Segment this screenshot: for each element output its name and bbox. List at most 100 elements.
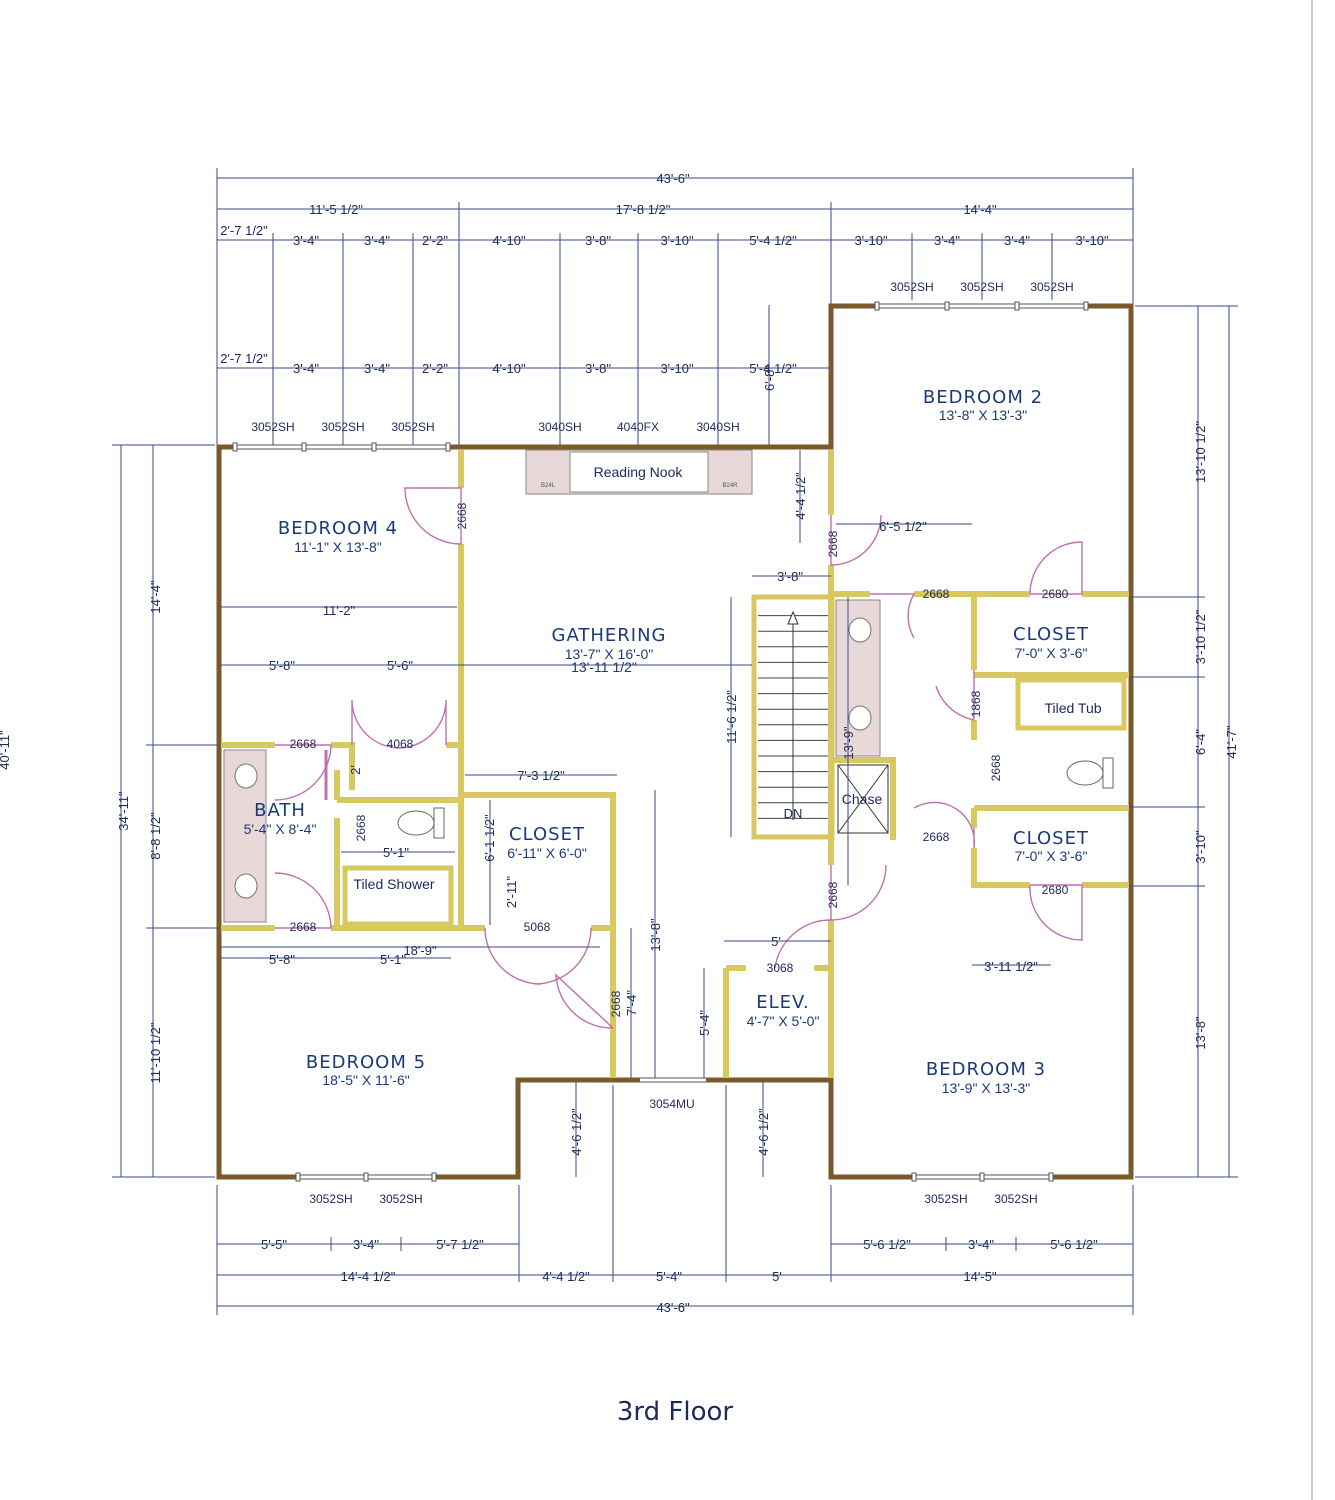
dim-r4-1: 3'-4" (293, 361, 319, 376)
stairs: DN (758, 610, 828, 821)
dim-right: 41'-7" (1224, 725, 1239, 759)
dim-label: 2' (348, 765, 363, 775)
gathering-sub: 13'-11 1/2" (571, 659, 637, 675)
cabinet-label: B24R (722, 483, 738, 489)
door-label: 4068 (387, 737, 414, 751)
window-label: 3052SH (321, 420, 364, 434)
window-label: 3040SH (538, 420, 581, 434)
tiled-shower-label: Tiled Shower (353, 876, 435, 892)
door-label: 3068 (767, 961, 794, 975)
dim-label: 11'-2" (323, 603, 356, 618)
door-label: 2668 (354, 814, 368, 841)
dim-r3-11: 3'-10" (1075, 233, 1109, 248)
door-label: 2668 (455, 502, 469, 529)
door-label: 2668 (923, 830, 950, 844)
dim-bottom: 14'-5" (963, 1269, 997, 1284)
top-window-labels: 3052SH 3052SH 3052SH 3052SH 3052SH 3052S… (251, 280, 1073, 434)
reading-nook-label: Reading Nook (594, 464, 684, 480)
window-label: 3054MU (649, 1097, 694, 1111)
dim-bottom: 3'-4" (353, 1237, 379, 1252)
dim-label: 4'-4 1/2" (793, 472, 808, 520)
room-name: BEDROOM 5 (306, 1052, 426, 1073)
room-name: CLOSET (1013, 828, 1089, 849)
dim-left: 8'-8 1/2" (148, 812, 163, 860)
dim-label: 6'-5 1/2" (879, 519, 927, 534)
dim-top-a: 11'-5 1/2" (309, 202, 363, 217)
dim-r3-8: 3'-10" (854, 233, 888, 248)
bottom-window-labels: 3052SH 3052SH 3052SH 3052SH 3054MU (309, 1097, 1037, 1206)
window-label: 3052SH (960, 280, 1003, 294)
dim-r3-7: 5'-4 1/2" (749, 233, 797, 248)
exterior-walls (216, 301, 1134, 1182)
room-name: ELEV. (756, 992, 810, 1013)
dim-r3-10: 3'-4" (1004, 233, 1030, 248)
plan-title: 3rd Floor (617, 1397, 734, 1427)
dim-r4-2: 3'-4" (364, 361, 390, 376)
room-name: BEDROOM 3 (926, 1059, 1046, 1080)
dim-label: 3'-8" (777, 569, 803, 584)
dim-label: 5' (771, 934, 781, 949)
dim-right: 6'-4" (1193, 729, 1208, 755)
window-label: 4040FX (617, 420, 659, 434)
room-name: BEDROOM 2 (923, 387, 1043, 408)
dim-r3-1: 3'-4" (293, 233, 319, 248)
room-size: 11'-1" X 13'-8" (294, 539, 381, 555)
dim-label: 5'-8" (269, 658, 295, 673)
dim-right: 3'-10 1/2" (1193, 609, 1208, 664)
room-name: BATH (254, 800, 306, 821)
dim-label: 3'-11 1/2" (984, 959, 1038, 974)
dim-bottom: 14'-4 1/2" (341, 1269, 396, 1284)
dim-right: 13'-8" (1193, 1016, 1208, 1050)
dim-label: 7'-4" (624, 990, 639, 1016)
dim-label: 4'-6 1/2" (756, 1108, 771, 1156)
dim-right: 3'-10" (1193, 830, 1208, 864)
dim-label: 4'-6 1/2" (569, 1108, 584, 1156)
dim-label: 5'-6" (387, 658, 413, 673)
dim-r4-vert: 6'-8" (762, 365, 777, 391)
dim-bottom-overall: 43'-6" (656, 1300, 690, 1315)
dim-label: 5'-1" (383, 845, 409, 860)
interior-dimensions: 11'-2" 5'-8" 5'-6" 13'-11 1/2" 2' 5'-1" … (221, 450, 1051, 1177)
dim-left: 14'-4" (148, 580, 163, 614)
right-dimensions: 41'-7" 13'-10 1/2" 3'-10 1/2" 6'-4" 3'-1… (1129, 305, 1239, 1178)
vanities (223, 599, 881, 923)
dim-r3-9: 3'-4" (934, 233, 960, 248)
dim-label: 2'-11" (504, 876, 519, 909)
dim-r3-4: 4'-10" (492, 233, 526, 248)
dim-label: 5'-1" (380, 952, 406, 967)
reading-nook: Reading Nook B24L B24R (525, 449, 753, 495)
tiled-tub-label: Tiled Tub (1044, 700, 1101, 716)
door-labels: 2668 2668 2680 2668 4068 1868 2668 2668 … (290, 502, 1069, 1017)
dim-r4-5: 3'-8" (585, 361, 611, 376)
window-label: 3052SH (391, 420, 434, 434)
dim-left-edge: 40'-11" (0, 730, 12, 770)
door-label: 2680 (1042, 883, 1069, 897)
dim-r4-4: 4'-10" (492, 361, 526, 376)
room-name: GATHERING (552, 625, 667, 646)
dim-bottom: 5'-7 1/2" (436, 1237, 484, 1252)
bottom-dimensions: 5'-5" 3'-4" 5'-7 1/2" 5'-6 1/2" 3'-4" 5'… (216, 1085, 1134, 1315)
dim-r4-0: 2'-7 1/2" (220, 351, 268, 366)
door-label: 5068 (524, 920, 551, 934)
dim-r3-6: 3'-10" (660, 233, 694, 248)
dim-label: 6'-1 1/2" (482, 814, 497, 862)
dim-r3-2: 3'-4" (364, 233, 390, 248)
dim-right: 13'-10 1/2" (1193, 421, 1208, 483)
left-dimensions: 34'-11" 14'-4" 8'-8 1/2" 11'-10 1/2" 40'… (0, 444, 219, 1178)
window-label: 3052SH (309, 1192, 352, 1206)
room-name: CLOSET (509, 824, 585, 845)
room-labels: BEDROOM 2 13'-8" X 13'-3" BEDROOM 4 11'-… (244, 387, 1102, 1096)
window-label: 3052SH (924, 1192, 967, 1206)
door-label: 2668 (609, 990, 623, 1017)
dim-label: 18'-9" (403, 943, 437, 958)
room-size: 5'-4" X 8'-4" (244, 821, 317, 837)
room-size: 7'-0" X 3'-6" (1015, 645, 1088, 661)
door-label: 2668 (826, 881, 840, 908)
door-label: 2668 (290, 737, 317, 751)
door-label: 1868 (969, 690, 983, 717)
window-label: 3052SH (379, 1192, 422, 1206)
window-label: 3052SH (251, 420, 294, 434)
dim-r3-5: 3'-8" (585, 233, 611, 248)
dim-bottom: 5' (772, 1269, 782, 1284)
door-label: 2668 (923, 587, 950, 601)
